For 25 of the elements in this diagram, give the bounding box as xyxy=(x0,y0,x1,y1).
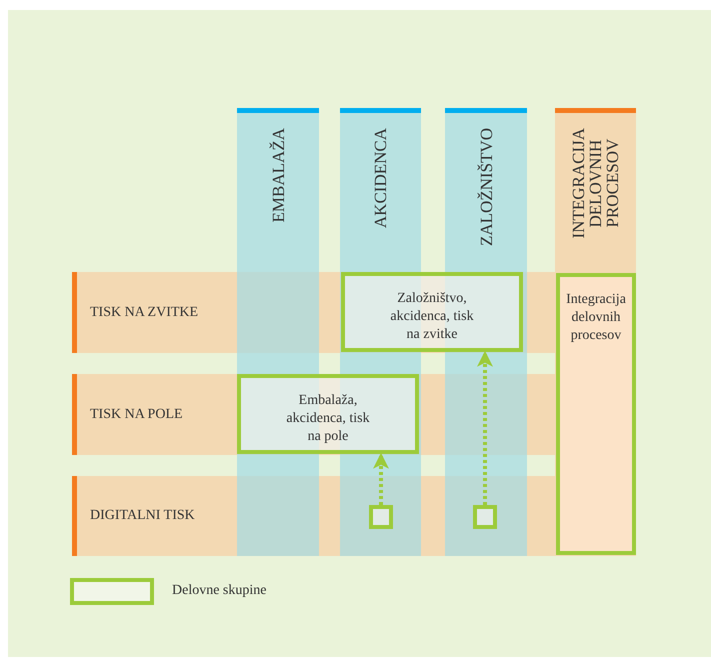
group-label: Založništvo, akcidenca, tisk na zvitke xyxy=(389,290,475,344)
category-column xyxy=(445,108,527,272)
small-square xyxy=(369,505,393,529)
row-heading: DIGITALNI TISK xyxy=(90,508,195,524)
column-heading: EMBALAŽA xyxy=(270,128,286,222)
column-heading: INTEGRACIJA DELOVNIH PROCESOV xyxy=(570,128,621,238)
dotted-arrow xyxy=(373,452,389,505)
work-group-box xyxy=(341,272,523,352)
row-heading: TISK NA ZVITKE xyxy=(90,304,198,320)
category-column xyxy=(340,108,421,272)
small-square xyxy=(473,505,497,529)
group-label: Integracija delovnih procesov xyxy=(565,291,627,345)
category-column xyxy=(555,108,636,272)
work-group-box xyxy=(556,273,636,555)
category-row xyxy=(72,374,237,455)
category-column xyxy=(237,108,319,272)
row-heading: TISK NA POLE xyxy=(90,406,183,422)
legend-text: Delovne skupine xyxy=(172,583,266,599)
category-row xyxy=(72,476,237,556)
column-heading: ZALOŽNIŠTVO xyxy=(478,128,494,246)
category-row xyxy=(72,272,237,353)
group-label: Embalaža, akcidenca, tisk na pole xyxy=(285,392,371,446)
column-heading: AKCIDENCA xyxy=(372,128,389,228)
dotted-arrow xyxy=(477,350,493,505)
work-group-box xyxy=(237,374,419,454)
